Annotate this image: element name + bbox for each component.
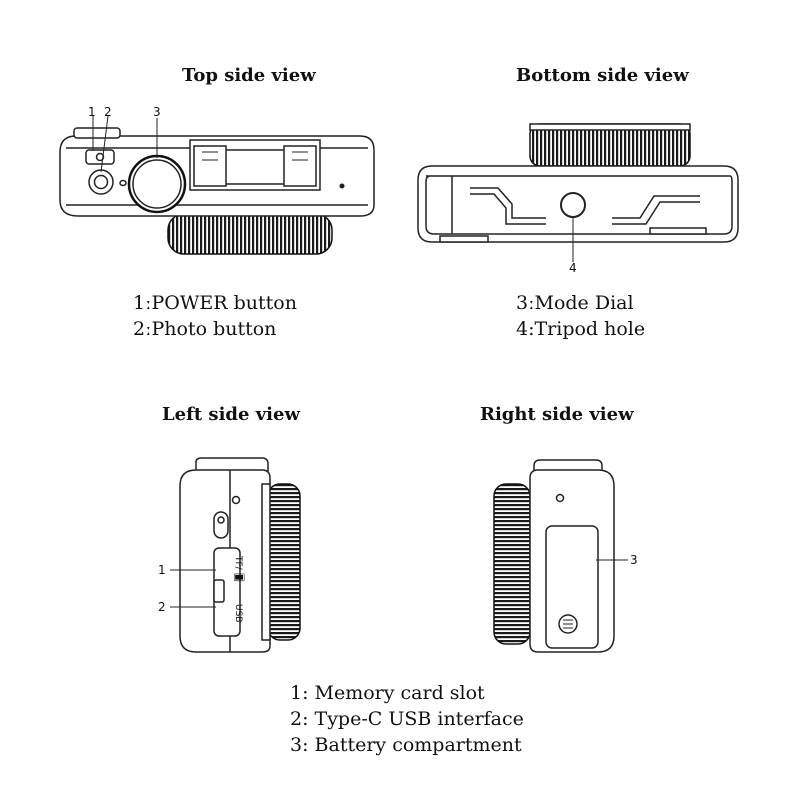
legend-mode-dial: 3ːMode Dial xyxy=(516,292,634,314)
right-callout-3: 3 xyxy=(630,553,638,567)
left-callout-1: 1 xyxy=(158,563,166,577)
top-view-legend: 1ːPOWER button 2ːPhoto button xyxy=(133,290,297,342)
battery-compartment-door xyxy=(545,525,599,649)
legend-power-button: 1ːPOWER button xyxy=(133,292,297,314)
left-port-label-tf: TF/ 🂠 xyxy=(233,555,245,582)
top-callout-1: 1 xyxy=(88,105,96,119)
bottom-view-drawing xyxy=(417,123,739,262)
side-views-legend: 1: Memory card slot 2: Type-C USB interf… xyxy=(290,680,524,758)
right-lens-ring xyxy=(493,483,531,645)
bottom-callout-4: 4 xyxy=(569,261,577,275)
mode-dial xyxy=(127,154,187,214)
legend-usb-interface: 2: Type-C USB interface xyxy=(290,708,524,730)
photo-button xyxy=(88,169,114,195)
left-callout-2: 2 xyxy=(158,600,166,614)
left-view-drawing xyxy=(170,457,301,653)
top-callout-2: 2 xyxy=(104,105,112,119)
legend-memory-card-slot: 1: Memory card slot xyxy=(290,682,485,704)
right-view-drawing xyxy=(493,459,628,653)
top-callout-3: 3 xyxy=(153,105,161,119)
legend-tripod-hole: 4:Tripod hole xyxy=(516,318,646,340)
tripod-hole xyxy=(560,192,586,218)
left-port-label-usb: USB xyxy=(233,604,243,622)
power-button xyxy=(85,149,115,165)
bottom-view-title: Bottom side view xyxy=(516,65,689,86)
usb-port xyxy=(213,579,225,603)
bottom-view-legend: 3ːMode Dial 4:Tripod hole xyxy=(516,290,645,342)
left-view-title: Left side view xyxy=(162,404,300,425)
legend-photo-button: 2ːPhoto button xyxy=(133,318,277,340)
top-view-drawing xyxy=(59,115,375,255)
top-view-title: Top side view xyxy=(182,65,316,86)
legend-battery-compartment: 3: Battery compartment xyxy=(290,734,522,756)
left-lens-ring xyxy=(267,483,301,641)
top-lens-ring xyxy=(167,213,333,255)
right-view-title: Right side view xyxy=(480,404,634,425)
